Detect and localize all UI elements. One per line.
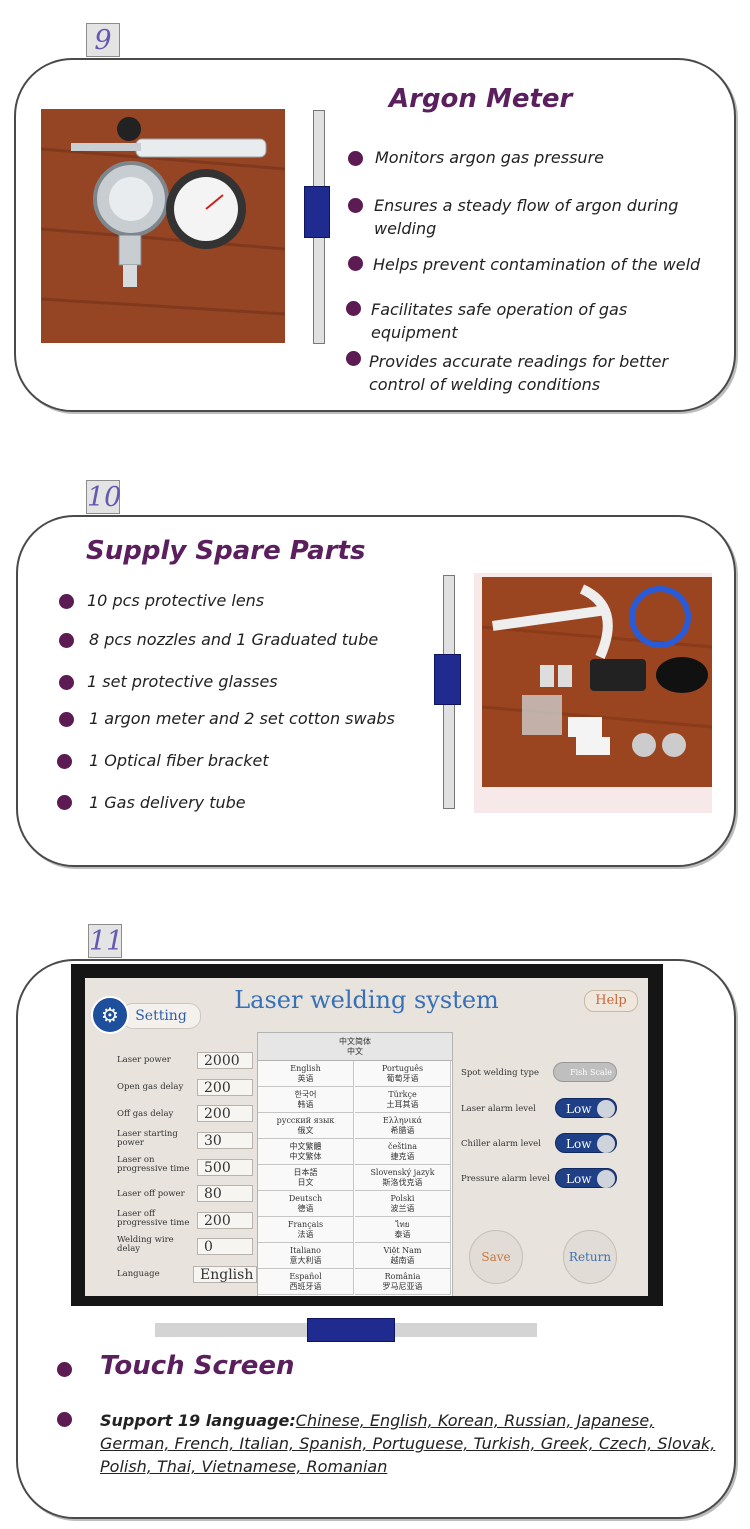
bullet-dot (348, 256, 363, 271)
argon-meter-photo (41, 109, 285, 343)
ts-language-option[interactable]: Français 法语 (258, 1217, 354, 1243)
ts-value-laser-start[interactable]: 30 (197, 1132, 253, 1149)
section11-slider-thumb[interactable] (307, 1318, 395, 1342)
ts-language-option[interactable]: Español 西班牙语 (258, 1269, 354, 1295)
ts-title: Laser welding system (234, 986, 499, 1014)
bullet-dot (59, 712, 74, 727)
ts-value-laser-power[interactable]: 2000 (197, 1052, 253, 1069)
section-number-11: 11 (88, 924, 124, 958)
ts-value-wire-delay[interactable]: 0 (197, 1238, 253, 1255)
ts-language-option[interactable]: Italiano 意大利语 (258, 1243, 354, 1269)
ts-setting-button[interactable]: Setting (121, 1003, 201, 1029)
ts-language-option[interactable]: 中文繁體 中文繁体 (258, 1139, 354, 1165)
argon-bullet-5: Provides accurate readings for better co… (369, 352, 669, 394)
ts-value-open-gas[interactable]: 200 (197, 1079, 253, 1096)
ts-value-laser-on-time[interactable]: 500 (197, 1159, 253, 1176)
ts-label-laser-power: Laser power (117, 1055, 171, 1065)
ts-label-language: Language (117, 1269, 160, 1279)
spare-bullet-4: 1 argon meter and 2 set cotton swabs (89, 709, 395, 728)
ts-label-off-gas: Off gas delay (117, 1109, 174, 1119)
bullet-dot (57, 795, 72, 810)
ts-label-laser-start: Laser starting power (117, 1129, 178, 1148)
ts-value-laser-off-power[interactable]: 80 (197, 1185, 253, 1202)
ts-language-option[interactable]: ไทย 泰语 (355, 1217, 451, 1243)
ts-language-option[interactable]: Polski 波兰语 (355, 1191, 451, 1217)
argon-bullet-2: Ensures a steady flow of argon during we… (374, 196, 679, 238)
spare-parts-title: Supply Spare Parts (86, 536, 366, 566)
ts-save-button[interactable]: Save (469, 1230, 523, 1284)
spare-bullet-3: 1 set protective glasses (87, 672, 278, 691)
ts-spot-label: Spot welding type (461, 1068, 539, 1078)
ts-language-option[interactable]: Việt Nam 越南语 (355, 1243, 451, 1269)
ts-chiller-alarm-label: Chiller alarm level (461, 1139, 541, 1149)
ts-language-option[interactable]: čeština 捷克语 (355, 1139, 451, 1165)
argon-bullet-3: Helps prevent contamination of the weld (373, 255, 701, 274)
ts-label-wire-delay: Welding wire delay (117, 1235, 174, 1254)
argon-bullet-1: Monitors argon gas pressure (375, 148, 604, 167)
spare-bullet-5: 1 Optical fiber bracket (89, 751, 269, 770)
ts-label-laser-off-time: Laser off progressive time (117, 1209, 190, 1228)
ts-language-option[interactable]: Slovenský jazyk 斯洛伐克语 (355, 1165, 451, 1191)
argon-meter-title: Argon Meter (389, 84, 573, 114)
ts-laser-alarm-label: Laser alarm level (461, 1104, 536, 1114)
ts-laser-alarm-toggle[interactable]: Low (555, 1098, 617, 1118)
ts-language-option[interactable]: 日本語 日文 (258, 1165, 354, 1191)
bullet-dot (59, 675, 74, 690)
ts-return-button[interactable]: Return (563, 1230, 617, 1284)
bullet-dot (59, 633, 74, 648)
gear-icon[interactable]: ⚙ (91, 996, 129, 1034)
ts-value-language[interactable]: English (193, 1266, 257, 1283)
spare-bullet-1: 10 pcs protective lens (87, 591, 265, 610)
ts-language-option[interactable]: English 英语 (258, 1061, 354, 1087)
support-language-text: Support 19 language:Chinese, English, Ko… (100, 1409, 720, 1478)
support-language-label: Support 19 language: (100, 1411, 296, 1430)
ts-language-option[interactable]: 한국어 韩语 (258, 1087, 354, 1113)
section-number-10: 10 (86, 480, 122, 514)
bullet-dot (346, 351, 361, 366)
spare-bullet-6: 1 Gas delivery tube (89, 793, 246, 812)
ts-label-open-gas: Open gas delay (117, 1082, 184, 1092)
bullet-dot (348, 151, 363, 166)
section10-slider-thumb[interactable] (434, 654, 461, 705)
support-language-list: Chinese, English, Korean, Russian, Japan… (100, 1411, 716, 1476)
bullet-dot (59, 594, 74, 609)
ts-value-off-gas[interactable]: 200 (197, 1105, 253, 1122)
ts-chiller-alarm-toggle[interactable]: Low (555, 1133, 617, 1153)
ts-value-laser-off-time[interactable]: 200 (197, 1212, 253, 1229)
ts-language-option[interactable]: Português 葡萄牙语 (355, 1061, 451, 1087)
ts-lang-header[interactable]: 中文简体 中文 (258, 1033, 452, 1061)
ts-language-option[interactable]: România 罗马尼亚语 (355, 1269, 451, 1295)
ts-label-laser-off-power: Laser off power (117, 1189, 185, 1199)
bullet-dot (57, 1412, 72, 1427)
ts-language-option[interactable]: русский язык 俄文 (258, 1113, 354, 1139)
bullet-dot (348, 198, 363, 213)
section-number-9: 9 (86, 23, 120, 57)
touch-screen-display: Laser welding system Help Setting ⚙ Lase… (71, 964, 663, 1306)
argon-bullet-4: Facilitates safe operation of gas equipm… (371, 300, 628, 342)
section9-slider-thumb[interactable] (304, 186, 330, 238)
ts-language-option[interactable]: Türkçe 土耳其语 (355, 1087, 451, 1113)
bullet-dot (57, 1362, 72, 1377)
ts-spot-toggle[interactable]: Fish Scale (553, 1062, 617, 1082)
ts-language-option[interactable]: Deutsch 德语 (258, 1191, 354, 1217)
ts-label-laser-on-time: Laser on progressive time (117, 1155, 190, 1174)
spare-bullet-2: 8 pcs nozzles and 1 Graduated tube (89, 630, 379, 649)
spare-parts-photo (474, 573, 712, 813)
ts-pressure-alarm-label: Pressure alarm level (461, 1174, 550, 1184)
bullet-dot (57, 754, 72, 769)
touch-screen-ui: Laser welding system Help Setting ⚙ Lase… (85, 978, 648, 1296)
ts-help-button[interactable]: Help (584, 990, 638, 1012)
touch-screen-title: Touch Screen (100, 1351, 295, 1381)
ts-language-option[interactable]: Ελληνικά 希腊语 (355, 1113, 451, 1139)
bullet-dot (346, 301, 361, 316)
ts-pressure-alarm-toggle[interactable]: Low (555, 1168, 617, 1188)
